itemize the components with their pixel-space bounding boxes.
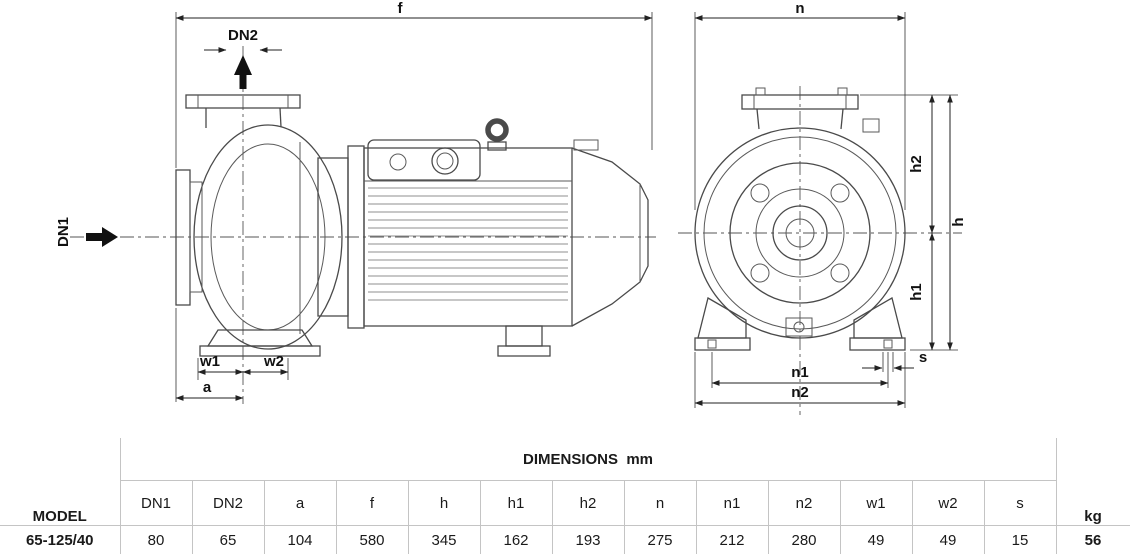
value-dn1: 80 [119, 525, 193, 554]
pump-foot [199, 329, 321, 357]
dimension-f: f [175, 0, 653, 168]
model-column-header: MODEL [0, 438, 120, 526]
pump-side-view-drawing: f DN2 [55, 0, 656, 404]
h-label: h [950, 217, 967, 226]
value-w2: 49 [911, 525, 985, 554]
w2-label: w2 [263, 353, 284, 370]
n2-label: n2 [791, 384, 809, 401]
value-kg: 56 [1055, 525, 1130, 554]
s-label: s [919, 349, 927, 366]
motor-fins [368, 187, 568, 301]
column-header-a: a [263, 480, 337, 526]
column-header-dn2: DN2 [191, 480, 265, 526]
centerlines [678, 86, 962, 415]
h1-label: h1 [908, 283, 925, 301]
dn2-label: DN2 [228, 27, 258, 44]
column-header-f: f [335, 480, 409, 526]
dimension-dn2: DN2 [204, 27, 282, 89]
a-label: a [203, 379, 212, 396]
dimension-n1-n2: n1 n2 [694, 352, 906, 408]
motor-foot [497, 325, 551, 357]
flow-arrow-up-icon [234, 55, 252, 89]
motor [363, 118, 649, 327]
casing-front [694, 118, 906, 339]
model-value: 65-125/40 [0, 525, 120, 554]
column-header-n: n [623, 480, 697, 526]
w1-label: w1 [199, 353, 220, 370]
value-f: 580 [335, 525, 409, 554]
column-header-w2: w2 [911, 480, 985, 526]
value-w1: 49 [839, 525, 913, 554]
dimension-dn1: DN1 [55, 217, 118, 247]
kg-column-header: kg [1055, 438, 1130, 526]
column-header-w1: w1 [839, 480, 913, 526]
support-feet [694, 297, 906, 351]
n1-label: n1 [791, 364, 809, 381]
discharge-flange [185, 94, 301, 128]
column-header-n1: n1 [695, 480, 769, 526]
value-n1: 212 [695, 525, 769, 554]
centerlines [70, 46, 656, 404]
value-s: 15 [983, 525, 1057, 554]
value-n: 275 [623, 525, 697, 554]
value-dn2: 65 [191, 525, 265, 554]
dimension-s: s [862, 349, 927, 372]
value-n2: 280 [767, 525, 841, 554]
table-row: 65-125/40 80 65 104 580 345 162 193 275 … [0, 525, 1130, 554]
discharge-flange-front [741, 87, 859, 130]
flow-arrow-right-icon [86, 227, 118, 247]
column-header-h: h [407, 480, 481, 526]
column-header-h1: h1 [479, 480, 553, 526]
dimension-w1-w2-a: w1 w2 a [175, 308, 289, 402]
column-header-h2: h2 [551, 480, 625, 526]
value-h1: 162 [479, 525, 553, 554]
lifting-eye-icon [485, 118, 509, 151]
dimensions-table: MODEL DIMENSIONS mm kg DN1 DN2 a f h h1 … [0, 438, 1130, 554]
pump-casing [193, 124, 343, 350]
n-label: n [795, 0, 804, 17]
column-header-n2: n2 [767, 480, 841, 526]
dimensions-mm-header: DIMENSIONS mm [119, 438, 1057, 481]
h2-label: h2 [908, 155, 925, 173]
fan-cowl [571, 139, 649, 327]
suction-flange [175, 169, 203, 306]
dimension-h-h1-h2: h2 h1 h [860, 94, 967, 351]
f-label: f [398, 0, 404, 17]
pump-front-view-drawing: n [678, 0, 967, 415]
value-h2: 193 [551, 525, 625, 554]
column-header-s: s [983, 480, 1057, 526]
dn1-label: DN1 [55, 217, 72, 247]
column-header-dn1: DN1 [119, 480, 193, 526]
dimension-n: n [694, 0, 906, 210]
value-h: 345 [407, 525, 481, 554]
value-a: 104 [263, 525, 337, 554]
